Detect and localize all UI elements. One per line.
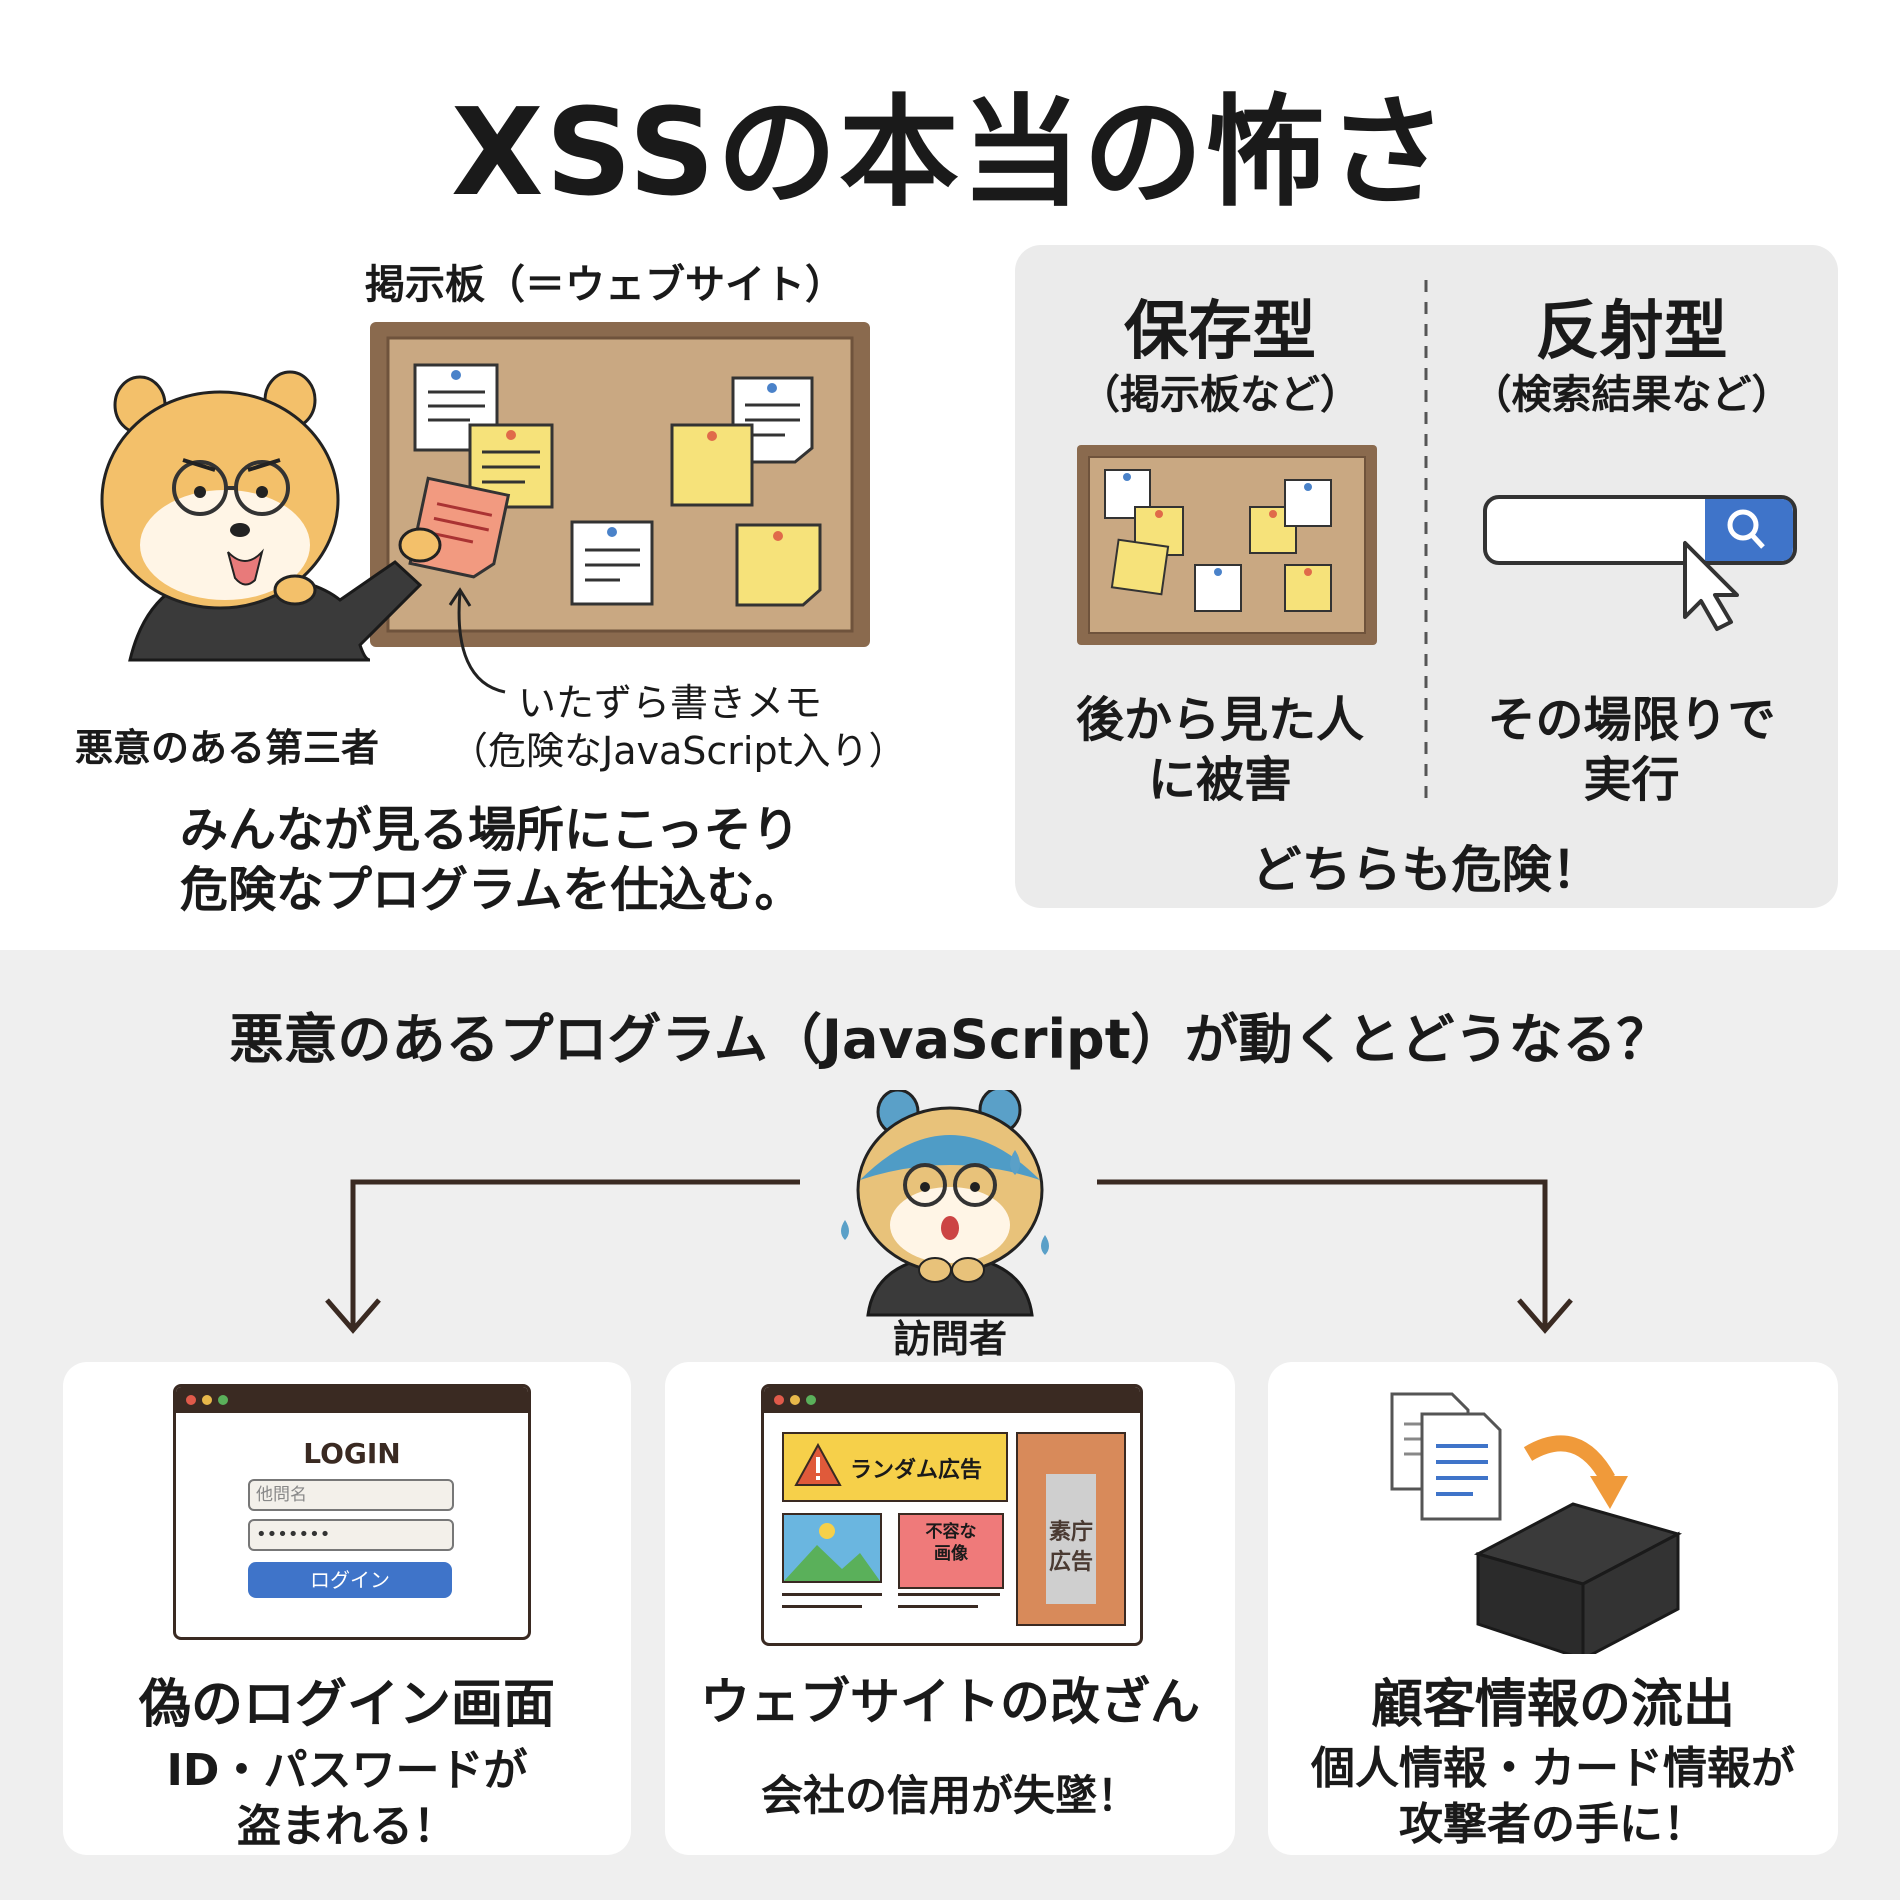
random-ad-text: ランダム広告 [850, 1458, 983, 1483]
stored-corkboard-icon [1077, 445, 1377, 645]
data-leak-line-2: 攻撃者の手に！ [1399, 1799, 1707, 1850]
attack-desc-1: みんなが見る場所にこっそり [180, 802, 800, 858]
side-ad-text-1: 素庁 [1048, 1520, 1093, 1545]
defaced-site-browser-icon: ランダム広告 不容な 画像 素庁 広告 [761, 1384, 1143, 1646]
stored-effect-2: に被害 [1147, 752, 1292, 808]
fake-login-browser-icon: LOGIN 他問名 ••••••• ログイン [173, 1384, 531, 1640]
note-white-3 [570, 520, 654, 606]
side-ad: 素庁 広告 [1016, 1432, 1126, 1626]
outcome-question: 悪意のあるプログラム（JavaScript）が動くとどうなる？ [229, 1008, 1671, 1071]
defacement-line-1: 会社の信用が失墜！ [760, 1771, 1139, 1820]
memo-label-1: いたずら書きメモ [518, 681, 823, 725]
username-field[interactable]: 他問名 [248, 1479, 454, 1511]
random-ad-banner: ランダム広告 [782, 1432, 1008, 1502]
outcome-card-fake-login: LOGIN 他問名 ••••••• ログイン 偽のログイン画面 ID・パスワード… [63, 1362, 631, 1855]
cursor-arrow-icon [1683, 541, 1739, 631]
note-yellow-3 [735, 523, 822, 607]
memo-pointer-arrow [457, 591, 506, 694]
memo-label-2: （危険なJavaScript入り） [450, 729, 907, 773]
attacker-label: 悪意のある第三者 [75, 726, 380, 770]
attacker-hamster-icon [100, 370, 442, 662]
fake-login-line-1: ID・パスワードが [166, 1745, 528, 1796]
types-graphics [1077, 280, 1797, 805]
data-leak-line-1: 個人情報・カード情報が [1311, 1743, 1795, 1794]
attack-illustration [100, 322, 870, 694]
outcome-card-defacement: ランダム広告 不容な 画像 素庁 広告 ウェブサイトの改ざん 会社の信用が失墜！ [665, 1362, 1235, 1855]
outcome-card-data-leak: 顧客情報の流出 個人情報・カード情報が 攻撃者の手に！ [1268, 1362, 1838, 1855]
side-ad-text-2: 広告 [1048, 1550, 1093, 1575]
page-title: XSSの本当の怖さ [451, 84, 1449, 223]
login-title: LOGIN [303, 1437, 401, 1470]
warning-icon [794, 1442, 842, 1486]
flow-arrows [325, 1090, 1573, 1334]
search-icon [1727, 509, 1759, 541]
stored-type-example: （掲示板など） [1080, 372, 1360, 418]
landscape-image-icon [782, 1513, 882, 1583]
data-leak-heading: 顧客情報の流出 [1370, 1675, 1735, 1735]
types-conclusion: どちらも危険！ [1251, 841, 1602, 899]
reflected-search-bar-icon [1483, 495, 1797, 631]
note-yellow-2 [670, 423, 754, 507]
visitor-hamster-icon [841, 1090, 1049, 1317]
document-icon [1420, 1412, 1502, 1521]
fake-login-button[interactable]: ログイン [248, 1562, 452, 1598]
data-leak-box-icon [1390, 1392, 1683, 1654]
board-label: 掲示板（＝ウェブサイト） [365, 262, 845, 308]
defacement-heading: ウェブサイトの改ざん [700, 1673, 1200, 1731]
arrow-right [1097, 1179, 1548, 1330]
reflected-effect-2: 実行 [1583, 752, 1680, 808]
stored-effect-1: 後から見た人 [1075, 692, 1364, 748]
reflected-effect-1: その場限りで [1487, 692, 1776, 748]
visitor-label: 訪問者 [892, 1317, 1007, 1361]
arrow-left [350, 1179, 800, 1330]
inappropriate-image: 不容な 画像 [898, 1513, 1004, 1589]
reflected-type-name: 反射型 [1535, 295, 1728, 369]
fake-login-line-2: 盗まれる！ [237, 1801, 457, 1852]
stored-type-name: 保存型 [1124, 295, 1316, 369]
password-field[interactable]: ••••••• [248, 1519, 454, 1551]
reflected-type-example: （検索結果など） [1471, 372, 1792, 418]
fake-login-heading: 偽のログイン画面 [138, 1675, 555, 1735]
attack-desc-2: 危険なプログラムを仕込む。 [180, 862, 803, 918]
